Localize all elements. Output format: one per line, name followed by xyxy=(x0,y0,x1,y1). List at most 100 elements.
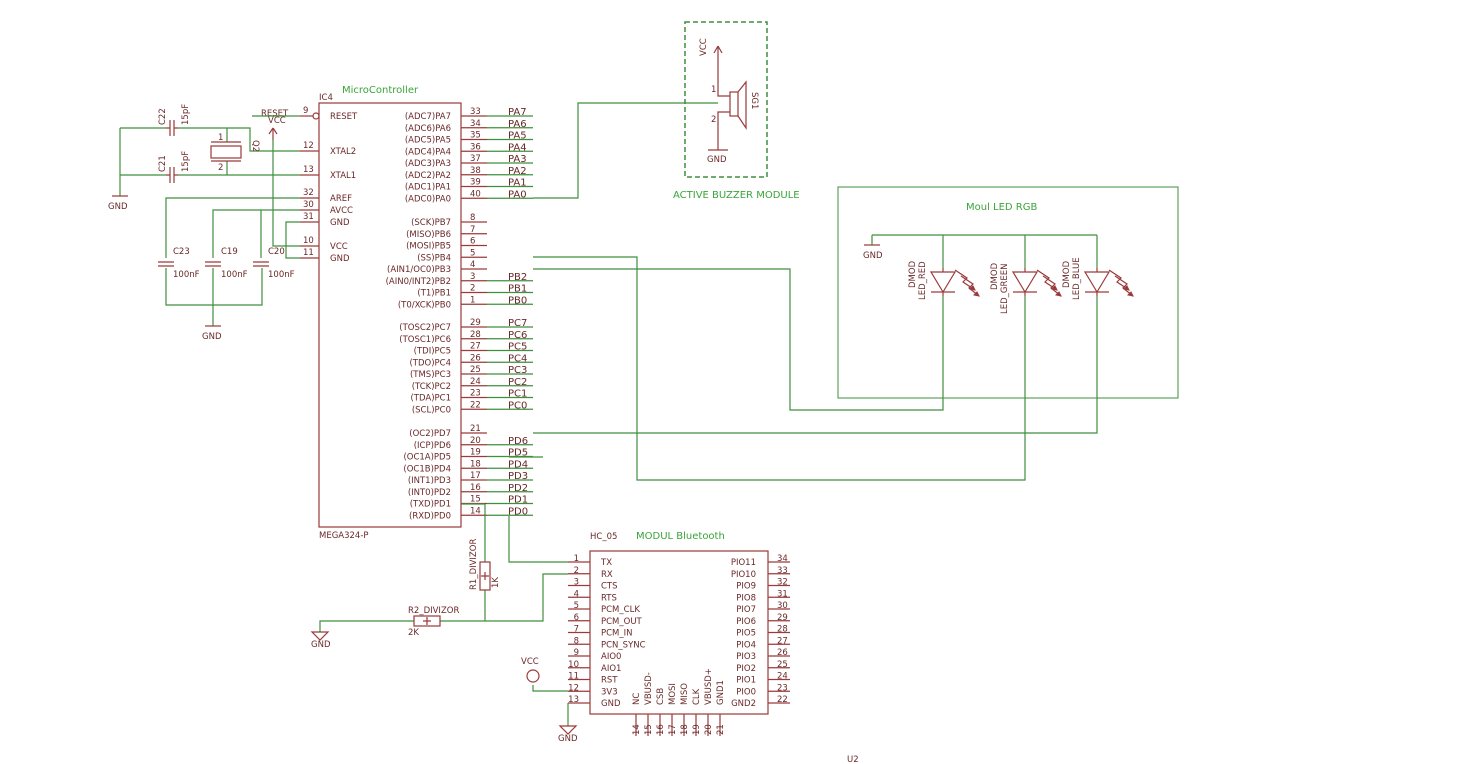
mcu-pin-num: 32 xyxy=(303,188,314,198)
bt-pin-label: RX xyxy=(601,570,613,580)
mcu-pin-label: (ADC5)PA5 xyxy=(405,136,451,146)
bt-pin-label: GND1 xyxy=(716,680,726,705)
mcu-pin-label: (ADC6)PA6 xyxy=(405,124,451,134)
mcu-pin-num: 3 xyxy=(470,272,475,282)
resistor-r2: R2_DIVIZOR 2K xyxy=(408,606,459,638)
wire-pd0-tx xyxy=(508,516,568,563)
bt-pin-label: PIO9 xyxy=(736,582,756,592)
bt-pin-num: 14 xyxy=(632,724,642,735)
mcu-pin-label: XTAL1 xyxy=(330,171,356,181)
c20-value: 100nF xyxy=(268,270,295,280)
c22-ref: C22 xyxy=(158,108,168,125)
bt-pin-num: 11 xyxy=(568,672,579,682)
c19-ref: C19 xyxy=(221,247,238,257)
mcu-pin-label: (ADC4)PA4 xyxy=(405,147,451,157)
gnd-label-5: GND xyxy=(311,640,331,650)
mcu-pin-num: 36 xyxy=(470,142,481,152)
mcu-net-label: PD0 xyxy=(508,506,528,517)
bt-pin-label: PIO5 xyxy=(736,629,756,639)
mcu-pin-label: (MISO)PB6 xyxy=(406,230,451,240)
mcu-pin-num: 38 xyxy=(470,166,481,176)
mcu-body xyxy=(318,102,462,528)
mcu-pin-label: RESET xyxy=(330,112,358,122)
bt-bottom-pins: 14NC15VBUSD-16CSB17MOSI18MISO19CLK20VBUS… xyxy=(632,668,726,736)
mcu-net-label: PB0 xyxy=(508,295,527,306)
mcu-net-label: PB2 xyxy=(508,272,527,283)
mcu-net-label: PC3 xyxy=(508,365,527,376)
bt-pin-num: 10 xyxy=(568,660,579,670)
mcu-pin-label: (TDI)PC5 xyxy=(414,347,451,357)
mcu-pin-num: 30 xyxy=(303,200,314,210)
gnd-label-6: GND xyxy=(558,734,578,744)
mcu-net-label: PD4 xyxy=(508,459,528,470)
mcu-pin-label: (TDA)PC1 xyxy=(410,394,451,404)
bt-pin-label: CTS xyxy=(601,582,618,592)
mcu-pin-label: (AIN1/OC0)PB3 xyxy=(387,265,451,275)
wire-pd7-blue xyxy=(533,296,1098,434)
led-type: DMOD xyxy=(908,260,918,288)
bt-pin-num: 12 xyxy=(568,683,579,693)
bt-pin-num: 9 xyxy=(574,648,579,658)
mcu-pin-num: 10 xyxy=(303,236,314,246)
mcu-pin-label: (INT0)PD2 xyxy=(408,488,451,498)
bt-pin-num: 8 xyxy=(574,636,579,646)
vcc-label-2: VCC xyxy=(699,38,709,56)
mcu-pin-label: (ICP)PD6 xyxy=(414,441,451,451)
mcu-ref: IC4 xyxy=(319,93,333,103)
mcu-pin-label: AVCC xyxy=(330,206,353,216)
bt-pin-num: 17 xyxy=(668,724,678,735)
mcu-pin-num: 9 xyxy=(303,106,308,116)
mcu-pin-label: GND xyxy=(330,218,350,228)
mcu-pin-num: 5 xyxy=(470,248,475,258)
mcu-pin-6: 6(MOSI)PB5 xyxy=(406,237,487,252)
led-type: DMOD xyxy=(990,262,1000,290)
buzzer-pin2: 2 xyxy=(711,115,716,125)
mcu-pin-num: 2 xyxy=(470,284,475,294)
rgb-frame xyxy=(837,186,1179,399)
gnd-label-2: GND xyxy=(202,332,222,342)
bt-pin-num: 28 xyxy=(777,625,788,635)
mcu-net-label: PC7 xyxy=(508,318,527,329)
bt-pin-label: PCM_IN xyxy=(601,629,633,639)
vcc-label-1: VCC xyxy=(268,116,286,126)
c23-ref: C23 xyxy=(173,247,190,257)
r2-ref: R2_DIVIZOR xyxy=(408,606,459,616)
bt-pin-num: 5 xyxy=(574,601,579,611)
bt-pin-label: AIO1 xyxy=(601,664,621,674)
bt-pin-28: 28 PIO5 xyxy=(736,625,790,639)
wire-pd1 xyxy=(461,503,486,562)
mcu-net-label: PA5 xyxy=(508,131,527,142)
mcu-net-label: PD2 xyxy=(508,483,528,494)
clock-circuit: C22 15pF C21 15pF 1 2 Q2 GND xyxy=(108,104,300,212)
mcu-pin-label: VCC xyxy=(330,242,348,252)
mcu-pin-num: 34 xyxy=(470,119,481,129)
gnd-label-4: GND xyxy=(863,251,883,261)
mcu-net-label: PA6 xyxy=(508,119,527,130)
mcu-pin-num: 20 xyxy=(470,436,481,446)
